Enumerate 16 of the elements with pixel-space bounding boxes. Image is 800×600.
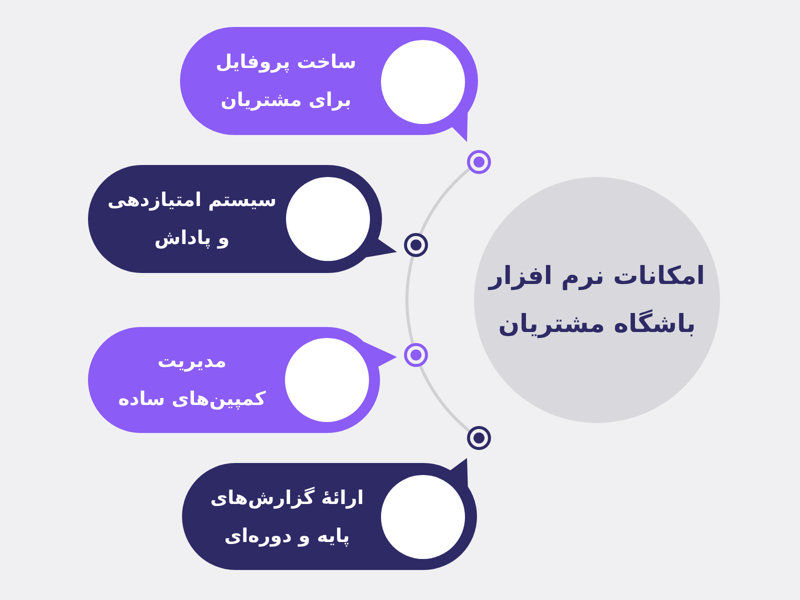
speech-bubble: [182, 458, 477, 570]
curved-connector-line: [419, 366, 471, 432]
title-text: امکانات نرم افزار باشگاه مشتریان: [487, 260, 706, 340]
curved-connector-line: [406, 256, 414, 344]
feature-text: سیستم امتیازدهی و پاداش: [106, 188, 278, 251]
ring-marker: [404, 232, 428, 257]
speech-bubble: [88, 327, 397, 433]
feature-text: ارائهٔ گزارش‌های پایه و دوره‌ای: [209, 486, 365, 549]
speech-bubble: [88, 165, 397, 273]
speech-bubble: [180, 27, 478, 143]
ring-marker: [467, 426, 492, 450]
feature-text: مدیریت کمپین‌های ساده: [117, 349, 267, 412]
feature-text: ساخت پروفایل برای مشتریان: [214, 50, 358, 113]
ring-marker: [404, 343, 428, 368]
ring-marker: [467, 150, 492, 174]
curved-connector-line: [419, 168, 471, 234]
